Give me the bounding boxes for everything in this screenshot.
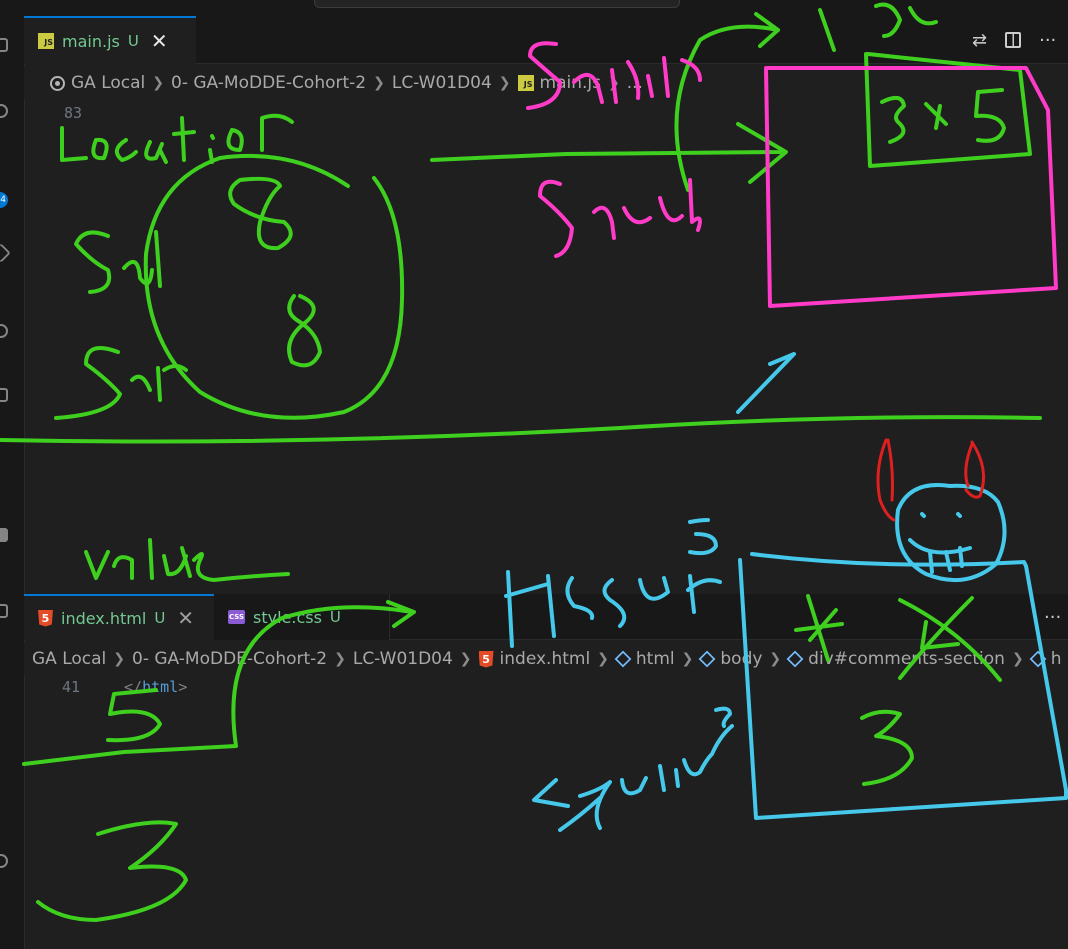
element-icon [1029,650,1047,668]
run-debug-icon[interactable] [0,243,11,263]
untracked-status: U [329,608,341,626]
chevron-right-icon: ❯ [152,75,165,91]
green-ink [0,2,1042,922]
git-compare-icon[interactable]: ⇄ [972,29,988,51]
activity-bar: 4 [0,0,25,949]
tab-filename: style.css [253,607,322,627]
workspace-icon [50,75,65,91]
breadcrumb-item[interactable]: div#comments-section [786,649,1005,669]
testing-icon[interactable] [0,324,8,338]
bottom-editor-tab-bar: 5 index.html U ✕ CSS style.css U ··· [24,594,1068,640]
chevron-right-icon: ❯ [373,75,385,91]
javascript-file-icon: JS [517,75,534,91]
bottom-breadcrumb: GA Local ❯ 0- GA-MoDDE-Cohort-2 ❯ LC-W01… [24,642,1068,676]
html-file-icon: 5 [38,609,53,627]
tab-index-html[interactable]: 5 index.html U ✕ [24,594,214,640]
title-bar [24,0,1068,16]
breadcrumb-item[interactable]: html [614,649,675,669]
chevron-right-icon: ❯ [1011,651,1024,667]
remote-explorer-icon[interactable] [0,528,8,542]
element-icon [786,650,804,668]
chevron-right-icon: ❯ [113,651,126,667]
chevron-right-icon: ❯ [681,651,694,667]
javascript-file-icon: JS [38,33,54,49]
tab-filename: index.html [61,608,147,628]
element-icon [698,650,716,668]
breadcrumb-item[interactable]: GA Local [32,649,107,669]
chevron-right-icon: ❯ [597,651,609,667]
red-ink [876,438,986,522]
html-file-icon: 5 [478,650,494,668]
breadcrumb-item[interactable]: 0- GA-MoDDE-Cohort-2 [132,649,328,669]
breadcrumb-item[interactable]: h [1029,649,1061,669]
accounts-icon[interactable] [0,854,8,868]
more-actions-icon[interactable]: ··· [1039,29,1057,51]
tab-main-js[interactable]: JS main.js U ✕ [24,16,196,64]
untracked-status: U [127,32,139,50]
breadcrumb-item[interactable]: GA Local [50,73,145,93]
breadcrumb-item[interactable]: LC-W01D04 [352,649,453,669]
chevron-right-icon: ❯ [608,75,620,91]
breadcrumb-item[interactable]: ... [626,73,643,93]
breadcrumb-item[interactable]: LC-W01D04 [391,73,492,93]
untracked-status: U [154,609,166,627]
split-editor-icon[interactable] [1005,32,1022,48]
editor-actions: ⇄ ··· [972,16,1056,64]
line-number: 83 [64,104,83,122]
chevron-right-icon: ❯ [459,651,472,667]
editor-actions: ··· [1044,594,1061,640]
search-icon[interactable] [0,104,8,118]
css-file-icon: CSS [228,610,245,624]
line-number: 41 [62,678,81,696]
panel-icon[interactable] [0,604,8,618]
breadcrumb-item[interactable]: body [698,649,762,669]
more-actions-icon[interactable]: ··· [1044,606,1062,628]
tab-style-css[interactable]: CSS style.css U [214,594,390,640]
extensions-icon[interactable] [0,388,8,402]
cyan-ink [504,352,1068,832]
source-control-badge: 4 [0,192,8,208]
chevron-right-icon: ❯ [769,651,782,667]
command-center[interactable] [314,0,680,8]
chevron-right-icon: ❯ [334,651,346,667]
element-icon [614,650,632,668]
close-icon[interactable]: ✕ [150,29,168,53]
chevron-right-icon: ❯ [498,75,511,91]
close-icon[interactable]: ✕ [177,606,195,630]
code-line: </html> [124,678,188,696]
breadcrumb-item[interactable]: 0- GA-MoDDE-Cohort-2 [171,73,367,93]
top-editor-tab-bar: JS main.js U ✕ ⇄ ··· [24,16,1068,64]
explorer-icon[interactable] [0,38,8,52]
top-breadcrumb: GA Local ❯ 0- GA-MoDDE-Cohort-2 ❯ LC-W01… [24,66,1068,100]
tab-filename: main.js [62,31,120,51]
